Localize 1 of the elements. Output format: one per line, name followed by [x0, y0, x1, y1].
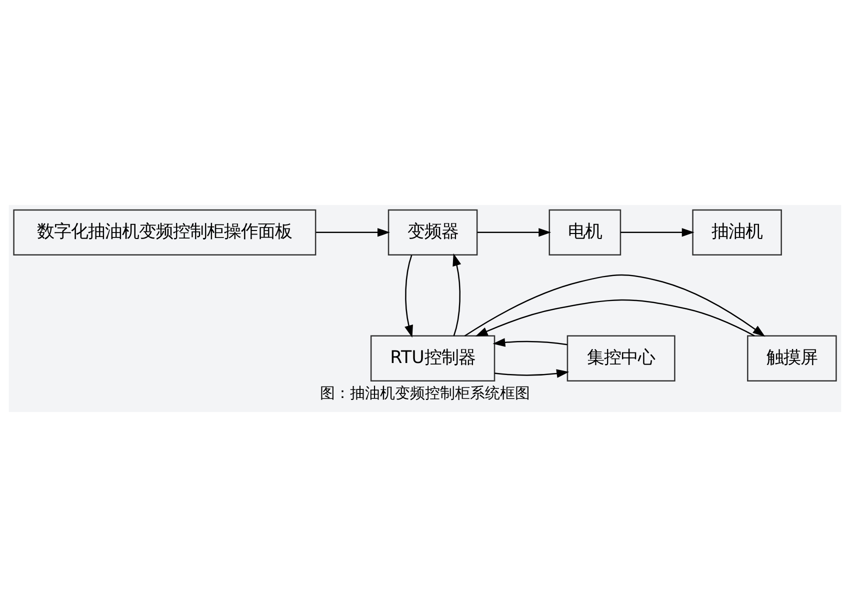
caption: 图：抽油机变频控制柜系统框图 — [320, 383, 530, 402]
